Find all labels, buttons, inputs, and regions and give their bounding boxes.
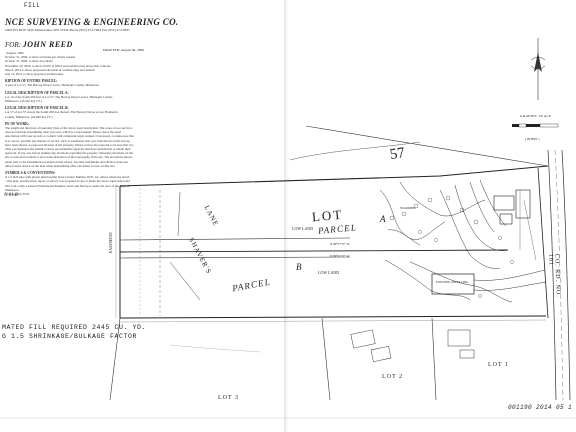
easement-line: [119, 256, 351, 259]
revision-line: July 12, 2014 to show proposed wetland e…: [5, 72, 64, 77]
section-text: A part of Lot 57, The Herzog Dreyer Acre…: [5, 83, 99, 88]
parcel-a-letter: A: [380, 214, 386, 224]
easement-line: [119, 237, 351, 241]
driveway: [473, 281, 547, 291]
fill-estimate-line: G 1.5 SHRINKAGE/BULKAGE FACTOR: [2, 333, 138, 340]
bearing-label: N 89°57'37" W: [330, 254, 350, 258]
lot-3-label: LOT 3: [218, 395, 240, 401]
lot-57-number: 57: [388, 144, 407, 164]
client-prefix: FOR:: [5, 41, 21, 49]
tree-symbols: [389, 195, 514, 298]
dim-ticks: [115, 186, 547, 323]
section-title: PE OF WORK:: [5, 121, 30, 126]
section-title: LEGAL DESCRIPTION OF PARCEL A:: [5, 90, 69, 95]
section-title: SYMBOLS & CONVENTIONS:: [5, 171, 56, 176]
existing-dwelling-label: EXISTING DWELLING: [436, 280, 469, 284]
wetland-line: [177, 191, 181, 237]
section-title: LEGAL DESCRIPTION OF PARCEL B:: [5, 106, 69, 111]
bearing-label: N 89°57'37" W: [330, 242, 350, 246]
revision-line: May 8, 2014 to show proposed relocation …: [5, 67, 95, 72]
survey-notes: , August, 2006 October 31, 2006, to show…: [5, 47, 134, 197]
section-title: RIPTION OF ENTIRE PARCEL:: [5, 79, 58, 84]
section-text: The length and direction of boundary lin…: [5, 126, 134, 168]
graphic-scale-bar: [512, 123, 559, 128]
lot-57-boundary: [305, 125, 549, 167]
low-land-label: LOW LAND: [292, 226, 314, 231]
parcel-division-line: [119, 249, 509, 253]
contour-lines: [379, 179, 513, 303]
revision-line: October 31, 2006, to show revisions per …: [5, 55, 76, 60]
lot-3-line: [169, 344, 261, 353]
fill-estimate-line: MATED FILL REQUIRED 2445 CU. YD.: [2, 324, 147, 331]
county-road-label: CO. RD. NO. 101: [547, 253, 561, 298]
section-text: A 1/2 inch pipe with plastic plug bearin…: [5, 175, 130, 192]
client-line: FOR: JOHN REED: [5, 40, 73, 49]
lot-1-label: LOT 1: [488, 362, 510, 368]
document-number: 001190 2014 05 1: [508, 404, 573, 411]
client-name: JOHN REED: [22, 40, 73, 49]
low-land-label: LOW LAND: [318, 270, 340, 275]
section-text: Lot 57 of Lot 57 except the South 200 fe…: [5, 110, 118, 119]
wooded-label: WOODED: [400, 206, 416, 210]
fill-estimate: MATED FILL REQUIRED 2445 CU. YD. G 1.5 S…: [2, 323, 146, 341]
county-road: [547, 149, 571, 401]
lot-2-label: LOT 2: [382, 374, 404, 380]
overhead-line: [289, 141, 421, 161]
revision-line: October 31, 2006, to show tree labels: [5, 59, 53, 64]
north-arrow: [530, 38, 546, 100]
graphic-scale-title: GRAPHIC SCALE: [520, 114, 552, 118]
wetland-line: [169, 261, 201, 301]
lot-label: LOT: [311, 206, 344, 225]
revision-line: , August, 2006: [5, 51, 24, 55]
company-name: NCE SURVEYING & ENGINEERING CO.: [5, 17, 179, 27]
fill-stamp: FILL: [24, 2, 41, 9]
parcel-b-letter: B: [296, 262, 302, 272]
handwritten-note: N 01.B: [4, 193, 18, 198]
easement-label: EASEMENT: [108, 231, 114, 254]
lower-lot-houses: [350, 329, 475, 363]
existing-dwelling: [431, 189, 537, 295]
section-text: Lot 10 of the South 200 feet of Lot 57, …: [5, 94, 113, 104]
license-line: ...License No 9235: [5, 192, 30, 197]
graphic-scale-unit: ( IN FEET ): [525, 137, 540, 141]
company-address: ORO PO BOX 3456 Minnetonka, MN 55345 Pho…: [5, 28, 130, 32]
drafted-date: DRAFTED: August 30, 2006: [103, 48, 145, 52]
driveway: [473, 269, 546, 281]
revision-line: November 20, 2006, to show GWW at 930.0 …: [5, 63, 111, 68]
lower-lot-lines: [109, 317, 437, 401]
